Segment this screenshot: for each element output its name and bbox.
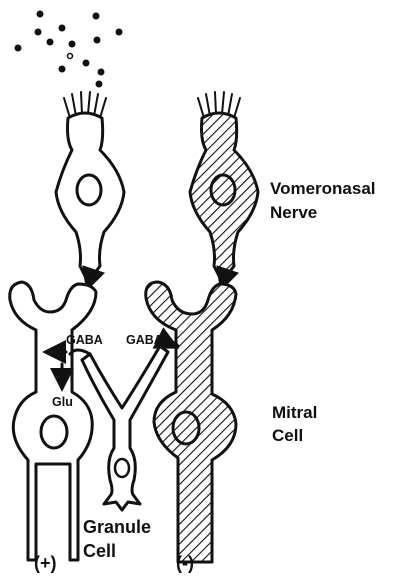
right-receptor-neuron [190,92,258,286]
left-receptor-neuron [56,92,124,286]
vomeronasal-label-line2: Nerve [270,203,317,222]
glu-label: Glu [52,395,73,409]
vomeronasal-label-line1: Vomeronasal [270,179,376,198]
excitatory-sign: (+) [34,553,57,573]
gaba-right-label: GABA [126,333,163,347]
inhibitory-sign: (-) [176,553,194,573]
granule-label-line2: Cell [83,541,116,561]
gaba-left-label: GABA [66,333,103,347]
granule-label-line1: Granule [83,517,151,537]
mitral-label-line1: Mitral [272,403,317,422]
right-mitral-cell [146,282,236,562]
odorant-molecules [15,11,123,88]
mitral-label-line2: Cell [272,426,303,445]
